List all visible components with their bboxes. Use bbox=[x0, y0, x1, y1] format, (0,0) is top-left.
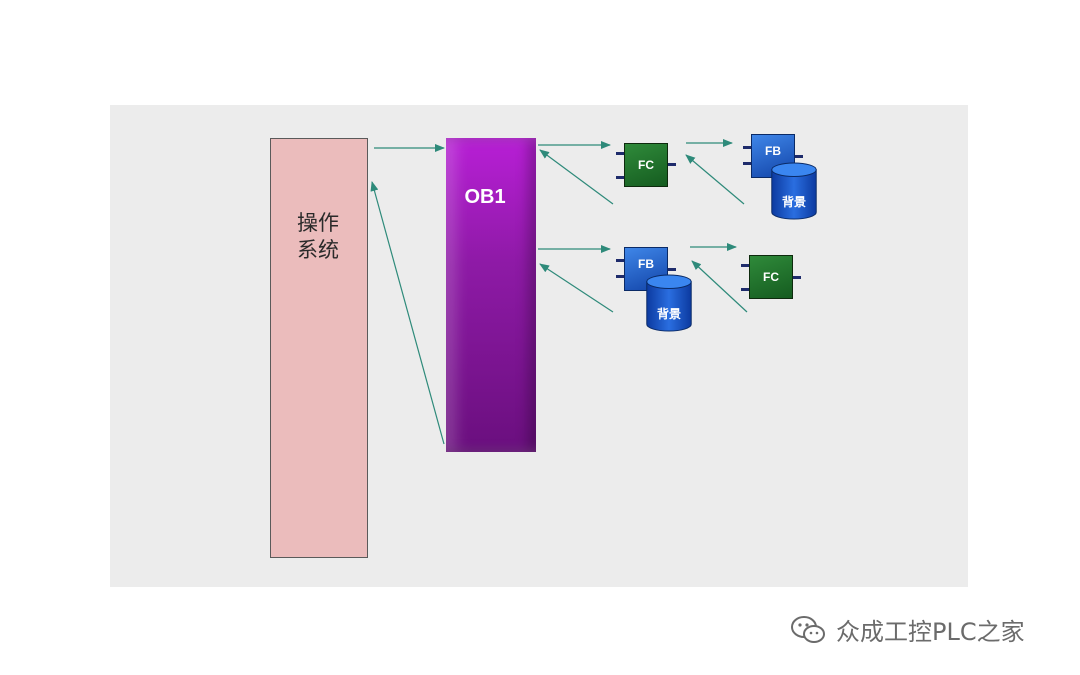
arrow-fb-mid-to-ob1 bbox=[539, 263, 614, 313]
fb-block-mid-label: FB bbox=[638, 257, 654, 271]
fc-block-mid: FC bbox=[749, 255, 793, 299]
pin bbox=[741, 264, 749, 267]
watermark: 众成工控PLC之家 bbox=[790, 612, 1025, 647]
instance-db-top-label: 背景 bbox=[781, 195, 806, 209]
watermark-text: 众成工控PLC之家 bbox=[836, 618, 1025, 646]
diagram-panel bbox=[110, 105, 968, 587]
instance-db-top bbox=[771, 162, 817, 220]
pin bbox=[743, 162, 751, 165]
pin bbox=[668, 163, 676, 166]
operating-system-label: 操作 系统 bbox=[297, 211, 339, 262]
fc-block-top: FC bbox=[624, 143, 668, 187]
operating-system-block bbox=[270, 138, 368, 558]
arrow-ob1-to-os bbox=[370, 181, 445, 445]
fc-block-mid-label: FC bbox=[763, 270, 779, 284]
arrow-fb-top-to-fc-top bbox=[685, 154, 745, 205]
fb-block-top-label: FB bbox=[765, 144, 781, 158]
pin bbox=[616, 176, 624, 179]
ob1-label: OB1 bbox=[464, 186, 506, 208]
arrow-fc-mid-to-fb-mid bbox=[691, 260, 748, 313]
wechat-icon bbox=[791, 615, 825, 643]
pin bbox=[616, 259, 624, 262]
pin bbox=[616, 152, 624, 155]
pin bbox=[741, 288, 749, 291]
fc-block-top-label: FC bbox=[638, 158, 654, 172]
instance-db-mid bbox=[646, 274, 692, 332]
arrow-fc-top-to-ob1 bbox=[539, 149, 614, 205]
pin bbox=[793, 276, 801, 279]
ob1-block bbox=[446, 138, 536, 452]
pin bbox=[743, 146, 751, 149]
pin bbox=[616, 275, 624, 278]
fb-block-mid: FB bbox=[624, 247, 668, 291]
pin bbox=[668, 268, 676, 271]
pin bbox=[795, 155, 803, 158]
instance-db-mid-label: 背景 bbox=[656, 307, 681, 321]
